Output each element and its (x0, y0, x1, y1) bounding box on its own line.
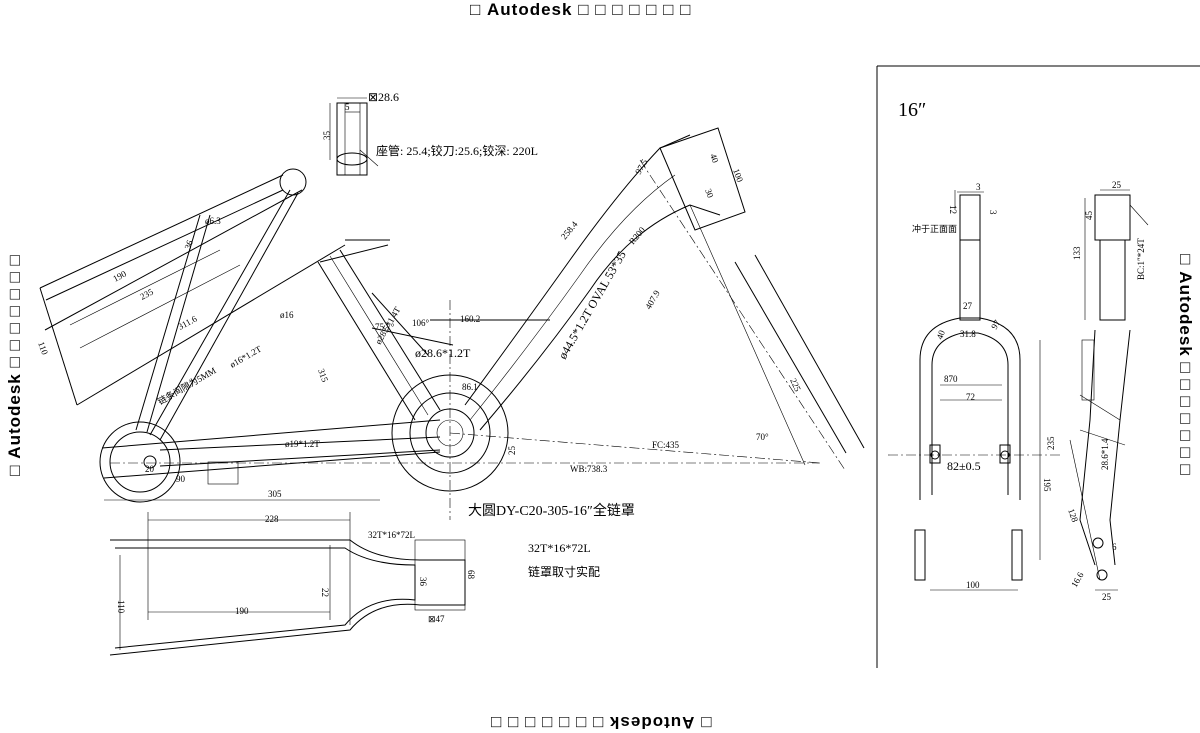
chainstay: 20 90 ø19*1.2T 305 (99, 419, 441, 503)
fork-front: 16″ 冲于正面面 3 12 3 27 31.8 40 97 870 72 82… (888, 99, 1060, 591)
tube-label-16: ø16*1.2T (228, 343, 264, 369)
svg-text:305: 305 (268, 489, 282, 499)
svg-text:40: 40 (708, 152, 721, 164)
svg-text:70°: 70° (756, 432, 769, 442)
svg-text:870: 870 (944, 374, 958, 384)
svg-text:30: 30 (703, 187, 716, 199)
svg-text:110: 110 (36, 340, 50, 356)
svg-text:6: 6 (1112, 542, 1117, 552)
fork-note: 冲于正面面 (912, 223, 957, 234)
tube-label-28-6: ø28.6*1.2T (415, 346, 471, 360)
svg-text:106°: 106° (412, 318, 430, 328)
svg-text:225: 225 (788, 377, 803, 394)
svg-text:31.8: 31.8 (960, 329, 976, 339)
svg-text:407.9: 407.9 (643, 288, 662, 311)
svg-text:36: 36 (182, 238, 195, 250)
fork-panel (876, 65, 1200, 668)
wb-label: WB:738.3 (570, 464, 608, 474)
rear-stays: 190 235 311.6 110 ø6.3 36 链条间隙为5MM ø16*1… (36, 168, 346, 441)
guard-note: 链罩取寸实配 (528, 564, 600, 579)
tube-label-19: ø19*1.2T (285, 439, 320, 449)
svg-text:75.7°: 75.7° (375, 322, 395, 332)
bottom-bracket: 25 FC:435 WB:738.3 (110, 300, 821, 520)
guard-spec-small: 32T*16*72L (368, 530, 415, 540)
svg-text:5: 5 (345, 102, 350, 112)
svg-text:16.6: 16.6 (1069, 570, 1086, 589)
svg-text:195: 195 (1042, 478, 1052, 492)
svg-text:235: 235 (138, 286, 155, 301)
svg-text:133: 133 (1072, 246, 1082, 260)
down-tube: ø44.5*1.2T OVAL 53*35 258.4 407.9 R200 9… (464, 127, 865, 471)
main-tubes: ø28.5*1.4T 315 160.2 ø28.6*1.2T 106° 75.… (316, 239, 550, 421)
svg-text:128: 128 (1066, 507, 1080, 524)
svg-text:86.1: 86.1 (462, 382, 478, 392)
svg-text:22: 22 (320, 588, 330, 597)
seat-tube-dia-label: ⊠28.6 (368, 90, 399, 104)
svg-text:235: 235 (1046, 436, 1056, 450)
chain-guard: 228 190 110 22 36 68 ⊠47 32T*16*72L 大圆DY… (109, 502, 635, 656)
svg-text:68: 68 (466, 570, 476, 580)
svg-text:R200: R200 (627, 225, 648, 247)
svg-text:315: 315 (316, 367, 330, 384)
svg-text:25: 25 (1112, 180, 1122, 190)
svg-text:35: 35 (322, 131, 332, 141)
svg-text:228: 228 (265, 514, 279, 524)
svg-text:ø6.3: ø6.3 (205, 216, 221, 226)
svg-text:36: 36 (418, 577, 428, 587)
svg-text:27: 27 (963, 301, 973, 311)
svg-text:45: 45 (1084, 211, 1094, 221)
svg-text:190: 190 (235, 606, 249, 616)
svg-text:100: 100 (966, 580, 980, 590)
svg-text:110: 110 (116, 600, 126, 614)
svg-text:160.2: 160.2 (460, 314, 480, 324)
watermark-top: □ Autodesk □ □ □ □ □ □ □ (470, 0, 692, 19)
svg-text:97: 97 (989, 318, 1002, 331)
guard-spec: 32T*16*72L (528, 541, 591, 555)
svg-text:97.5: 97.5 (633, 157, 650, 176)
fork-bc-label: BC:1″*24T (1136, 238, 1146, 280)
svg-text:311.6: 311.6 (176, 313, 199, 331)
guard-title: 大圆DY-C20-305-16″全链罩 (468, 502, 635, 519)
svg-text:90: 90 (176, 474, 186, 484)
svg-text:100: 100 (731, 167, 745, 184)
svg-text:25: 25 (507, 446, 517, 456)
svg-text:190: 190 (111, 268, 128, 283)
svg-text:40: 40 (934, 328, 947, 340)
svg-text:ø16: ø16 (280, 310, 294, 320)
fork-side: 25 45 133 BC:1″*24T 235 128 28.6*1.4 16.… (1046, 180, 1149, 602)
svg-text:12: 12 (948, 205, 958, 214)
svg-text:3: 3 (976, 182, 981, 192)
fc-label: FC:435 (652, 440, 680, 450)
svg-text:3: 3 (988, 210, 998, 215)
svg-text:28.6*1.4: 28.6*1.4 (1100, 438, 1110, 470)
svg-text:25: 25 (1102, 592, 1112, 602)
fork-spacing-label: 82±0.5 (947, 459, 981, 473)
svg-text:20: 20 (145, 464, 155, 474)
seatpost-spec-label: 座管: 25.4;铰刀:25.6;铰深: 220L (376, 143, 538, 158)
svg-text:⊠47: ⊠47 (428, 614, 445, 624)
svg-text:258.4: 258.4 (559, 219, 580, 241)
seat-tube-detail: ⊠28.6 5 35 座管: 25.4;铰刀:25.6;铰深: 220L (322, 90, 538, 176)
svg-text:72: 72 (966, 392, 975, 402)
fork-size-label: 16″ (898, 99, 926, 121)
